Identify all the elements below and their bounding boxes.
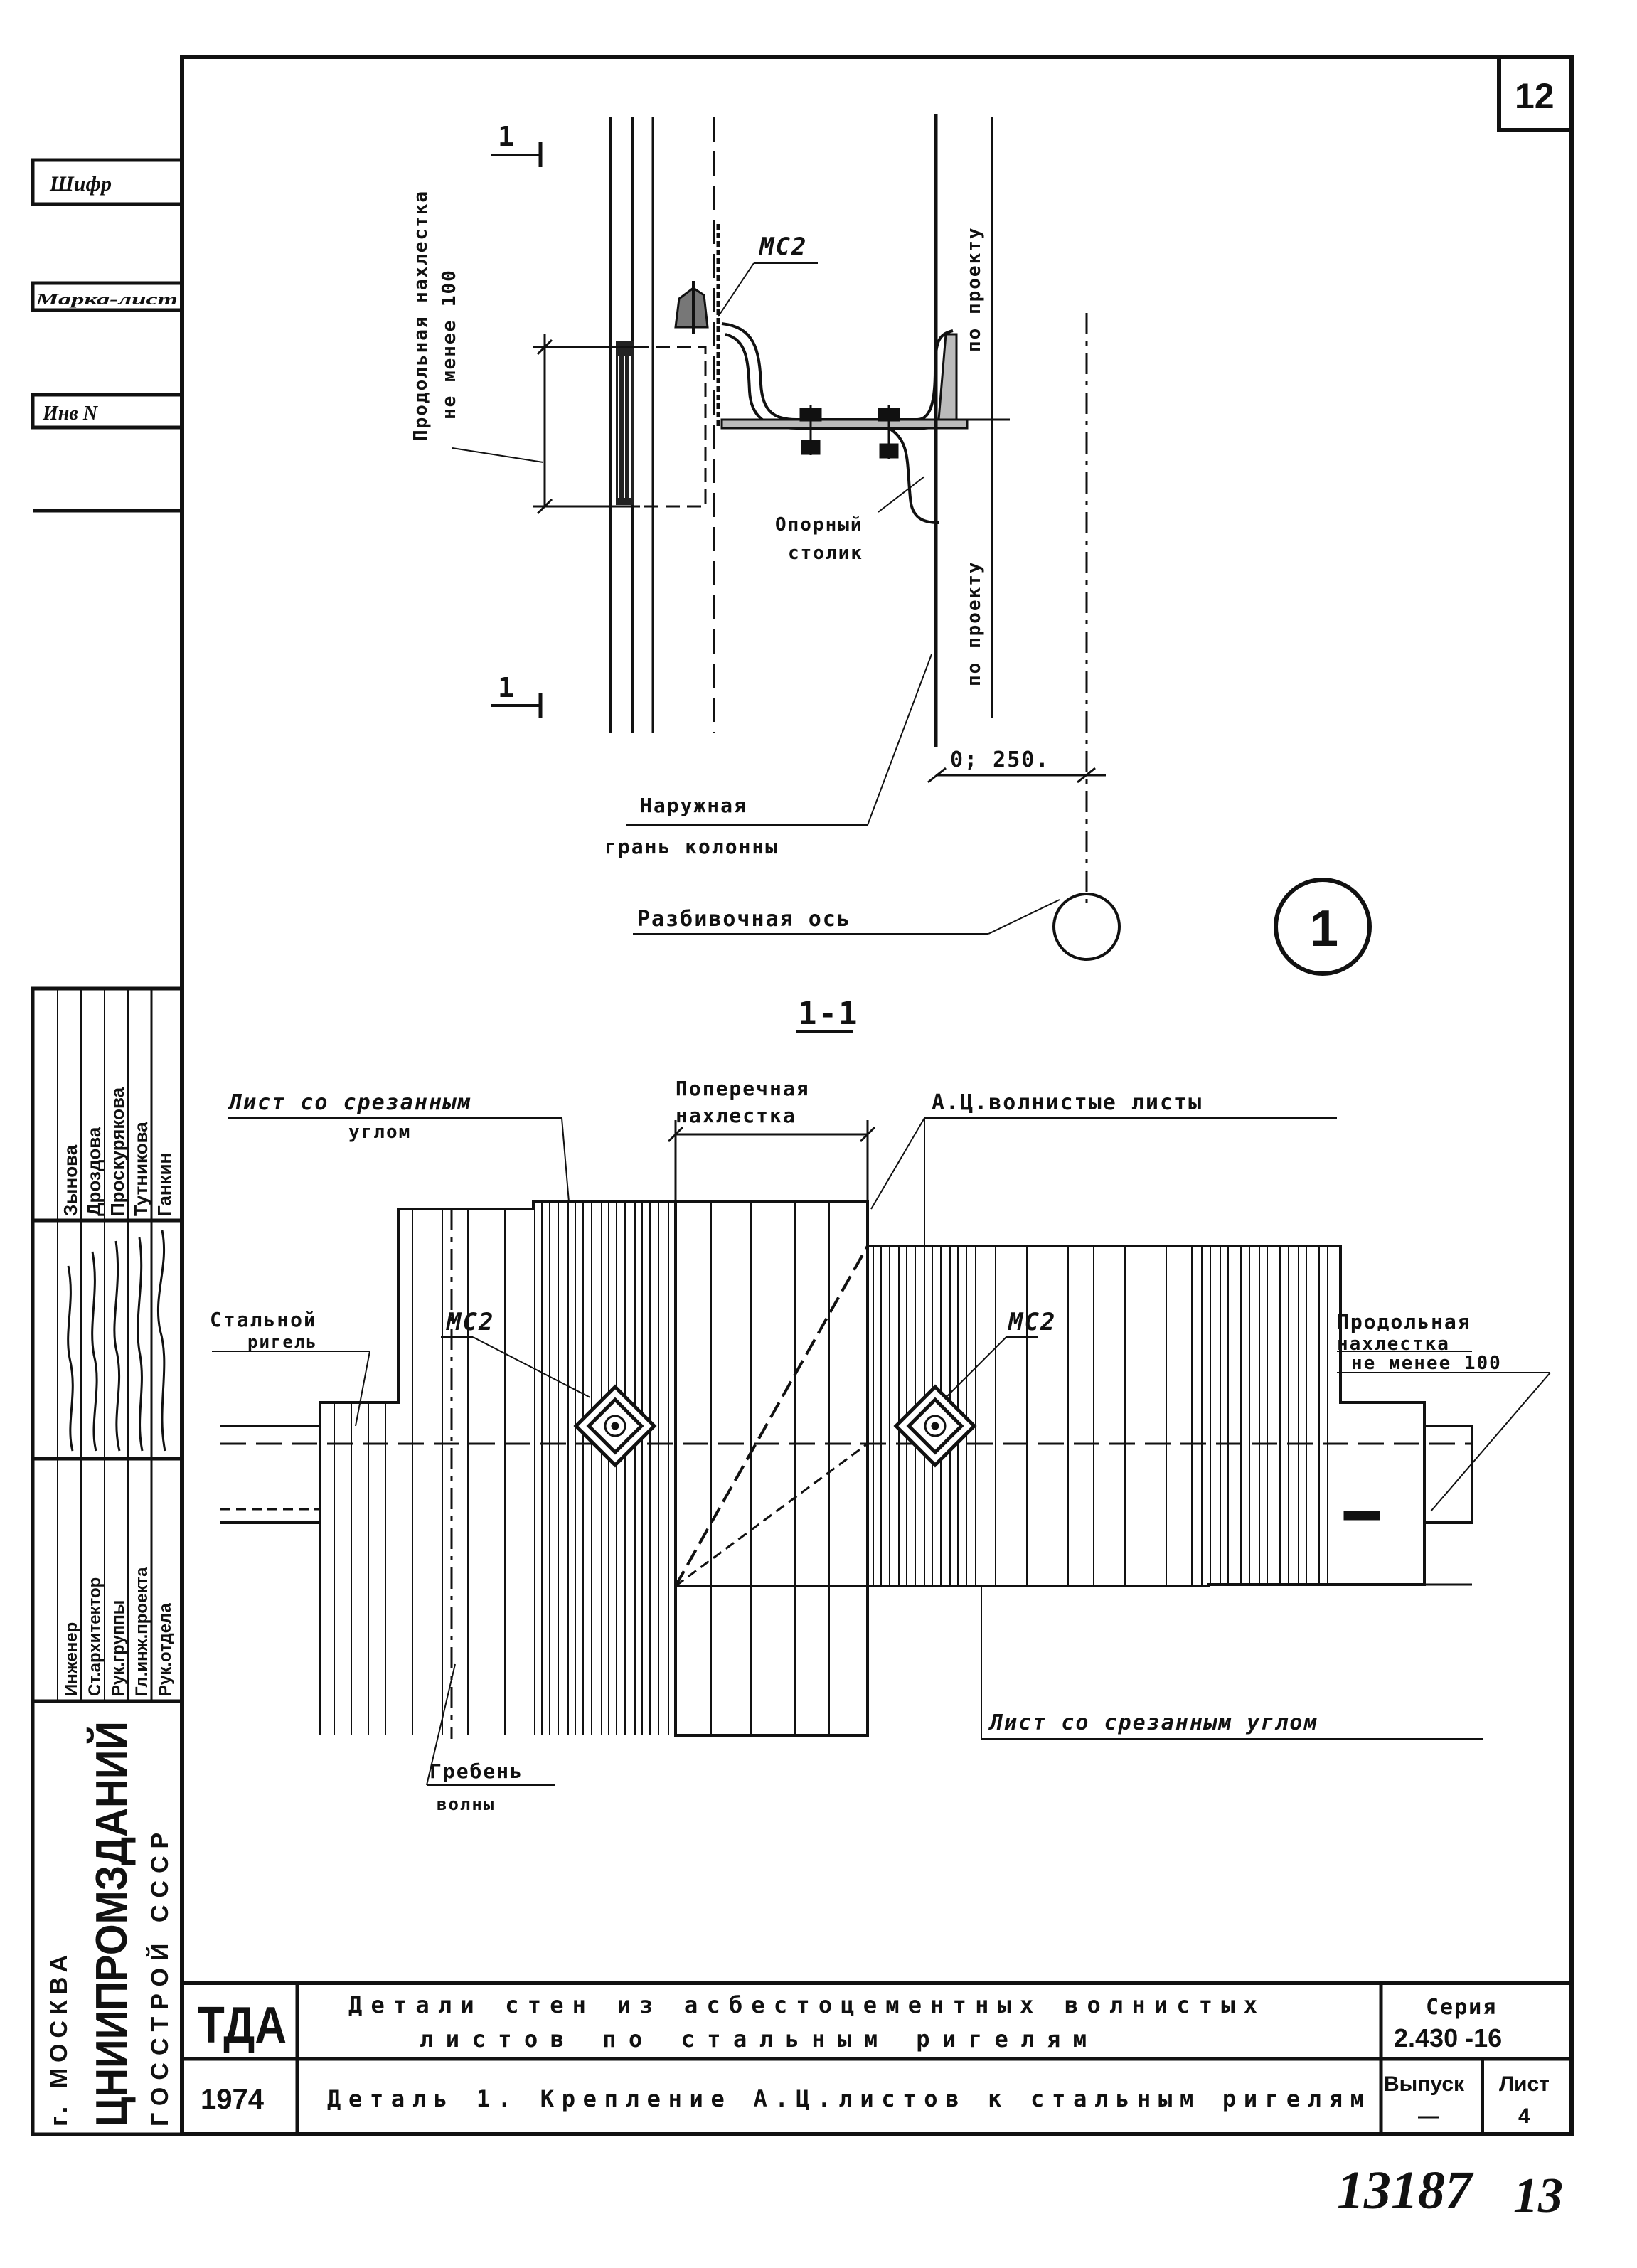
support-table-label-1: Опорный <box>775 514 863 536</box>
long-overlap-label-1: Продольная <box>1337 1310 1471 1333</box>
per-project-upper: по проекту <box>964 226 985 352</box>
side-stamp <box>33 160 182 2134</box>
outer-face-label-2: грань колонны <box>604 835 779 858</box>
weld-mark-left-label: МС2 <box>446 1308 494 1336</box>
support-table-label-2: столик <box>788 543 863 564</box>
series-value: 2.430 -16 <box>1394 2023 1502 2053</box>
section-mark-top: 1 <box>498 121 516 152</box>
org-line-2: ЦНИИПРОМЗДАНИЙ <box>87 1721 137 2126</box>
fastener-right <box>896 1387 974 1465</box>
year: 1974 <box>201 2084 265 2115</box>
issue-label: Выпуск <box>1384 2072 1465 2096</box>
detail-1-labels: Продольная нахлестка не менее 100 1 1 МС… <box>410 121 1338 957</box>
staff-name-4: Дроздова <box>83 1127 105 1216</box>
per-project-lower: по проекту <box>964 560 985 686</box>
cut-corner-sheet-label-2: углом <box>348 1122 411 1143</box>
weld-mark-label: МС2 <box>759 233 807 261</box>
archive-number: 13187 <box>1337 2161 1474 2220</box>
section-mark-bottom: 1 <box>498 672 516 703</box>
section-title: 1-1 <box>798 996 858 1032</box>
staff-name-5: Зынова <box>60 1144 81 1216</box>
staff-role-5: Инженер <box>62 1622 81 1696</box>
corrugated-sheets-label: А.Ц.волнистые листы <box>932 1090 1203 1115</box>
corrugation-left-sheet <box>334 1203 668 1735</box>
detail-title: Деталь 1. Крепление А.Ц.листов к стальны… <box>327 2085 1365 2112</box>
fastener-left <box>576 1387 654 1465</box>
steel-girt-label-1: Стальной <box>210 1308 317 1331</box>
mark-sheet-label: Марка-лист <box>34 290 178 308</box>
detail-1-drawing <box>452 114 1370 974</box>
long-overlap-label-3: не менее 100 <box>1351 1353 1502 1374</box>
longitudinal-overlap-label: Продольная нахлестка <box>410 190 432 441</box>
staff-role-3: Рук.группы <box>109 1600 128 1696</box>
staff-role-1: Рук.отдела <box>156 1603 175 1696</box>
wave-crest-label-1: Гребень <box>430 1759 523 1783</box>
layout-axis-label: Разбивочная ось <box>637 907 851 932</box>
offset-dimension: 0; 250. <box>950 747 1050 772</box>
cut-corner-sheet-bottom-label: Лист со срезанным углом <box>988 1710 1318 1735</box>
staff-name-2: Тутникова <box>130 1122 151 1216</box>
staff-name-1: Ганкин <box>154 1153 175 1216</box>
inv-label: Инв N <box>42 403 99 425</box>
logo: ТДА <box>198 1997 287 2054</box>
staff-role-2: Гл.инж.проекта <box>132 1567 151 1696</box>
archive-sheet: 13 <box>1513 2168 1563 2223</box>
detail-number: 1 <box>1310 900 1338 957</box>
cipher-label: Шифр <box>49 172 112 196</box>
staff-signatures <box>68 1230 165 1451</box>
organization-stamp: ГОССТРОЙ СССР ЦНИИПРОМЗДАНИЙ г. МОСКВА <box>46 1721 174 2126</box>
org-line-3: г. МОСКВА <box>46 1949 73 2126</box>
sheet-label: Лист <box>1499 2072 1550 2096</box>
weld-mark-right-label: МС2 <box>1008 1308 1056 1336</box>
series-label: Серия <box>1426 1995 1497 2020</box>
steel-girt-label-2: ригель <box>247 1332 318 1352</box>
issue-value: — <box>1418 2104 1439 2128</box>
transverse-overlap-label-1: Поперечная <box>676 1077 810 1100</box>
transverse-overlap-label-2: нахлестка <box>676 1104 796 1127</box>
staff-role-4: Ст.архитектор <box>85 1577 105 1696</box>
wave-crest-label-2: волны <box>437 1794 495 1814</box>
outer-face-label-1: Наружная <box>640 794 747 817</box>
long-overlap-label-2: нахлестка <box>1337 1333 1450 1355</box>
drawing-title-line-1: Детали стен из асбестоцементных волнисты… <box>348 1991 1259 2018</box>
staff-names: Ганкин Тутникова Проскурякова Дроздова З… <box>60 1087 175 1216</box>
org-line-1: ГОССТРОЙ СССР <box>146 1826 174 2126</box>
sheet-number: 12 <box>1515 76 1555 116</box>
cut-corner-sheet-label-1: Лист со срезанным <box>227 1090 471 1115</box>
staff-roles: Рук.отдела Гл.инж.проекта Рук.группы Ст.… <box>62 1567 175 1696</box>
sheet-value: 4 <box>1518 2104 1530 2128</box>
section-1-1-drawing <box>212 1031 1550 1785</box>
section-1-1-labels: 1-1 Лист со срезанным углом Поперечная н… <box>210 996 1502 1814</box>
staff-name-3: Проскурякова <box>107 1087 128 1216</box>
corrugation-overlap-sheet <box>711 1203 829 1735</box>
not-less-100-label: не менее 100 <box>439 269 460 420</box>
